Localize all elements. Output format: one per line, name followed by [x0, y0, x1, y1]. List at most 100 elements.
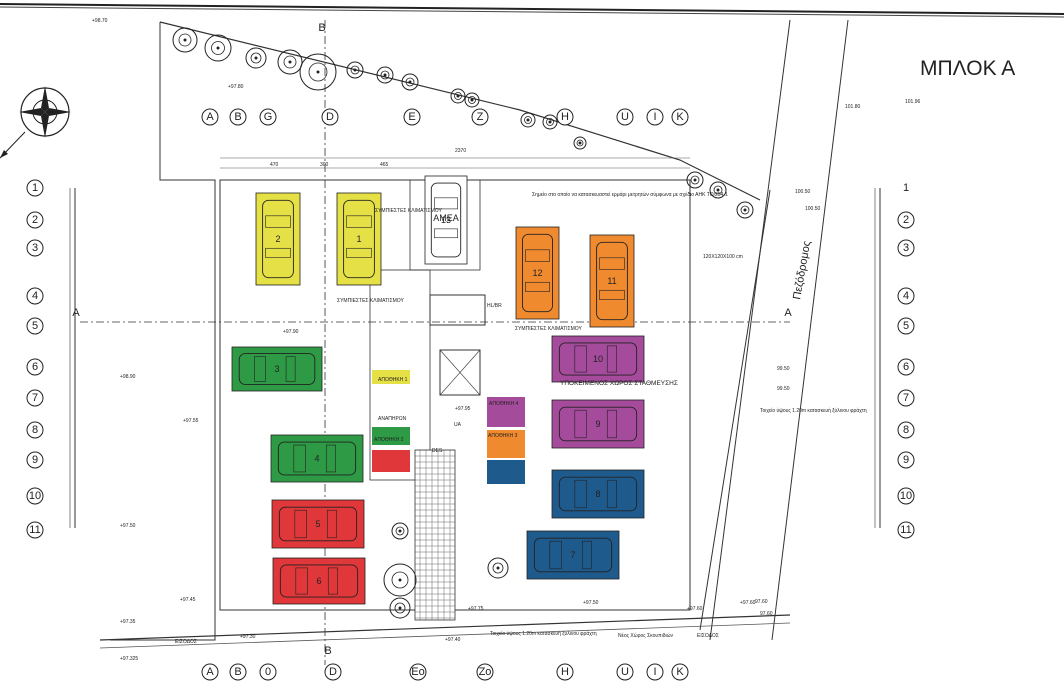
dimension-label: 470	[270, 162, 279, 168]
grid-column-top-label: U	[621, 111, 629, 123]
grid-column-top-1: A	[201, 108, 219, 126]
parking-space-4: 4	[270, 434, 364, 483]
level-label: 101.96	[905, 99, 921, 105]
grid-column-bottom-8: U	[616, 663, 634, 681]
parking-space-number: 10	[593, 354, 603, 364]
grid-column-bottom-6: Zo	[476, 663, 494, 681]
grid-row-right-9: 9	[897, 451, 915, 469]
parking-space-number: 3	[274, 364, 279, 374]
grid-row-left-label: 2	[32, 214, 38, 226]
ac-label-2: ΣΥΜΠΙΕΣΤΕΣ ΚΛΙΜΑΤΙΣΜΟΥ	[375, 208, 443, 214]
level-label: +97.50	[583, 600, 599, 606]
meter-note: Σημείο στο οποίο να κατασκευαστεί ερμάρι…	[532, 191, 728, 198]
storage-unit-1	[372, 450, 410, 472]
tree-icon	[401, 73, 419, 91]
fence-note: Τοιχείο ύψους 1.20m κατασκευή ξύλινου φρ…	[490, 630, 597, 637]
grid-row-left-label: 1	[32, 182, 38, 194]
grid-row-right-3: 3	[897, 239, 915, 257]
level-label: +98.90	[120, 374, 136, 380]
grid-column-top-10: K	[671, 108, 689, 126]
grid-column-bottom-label: B	[234, 666, 241, 678]
grid-row-left-label: 9	[32, 454, 38, 466]
tree-icon	[245, 47, 267, 69]
street-label: Πεζόδρομος	[791, 240, 813, 301]
tree-icon	[346, 61, 364, 79]
grid-column-top-9: I	[646, 108, 664, 126]
level-label: 101.80	[845, 104, 861, 110]
fence-note-b: Τοιχείο ύψους 1.20m κατασκευή ξύλινου φρ…	[760, 407, 867, 414]
grid-column-bottom-10: K	[671, 663, 689, 681]
grid-row-right-label: 9	[903, 454, 909, 466]
tree-icon	[464, 92, 480, 108]
parking-space-11: 11	[589, 234, 635, 328]
tree-icon	[389, 597, 411, 619]
tree-icon	[299, 53, 337, 91]
parking-space-number: 2	[275, 234, 280, 244]
parking-space-6: 6	[272, 557, 366, 605]
grid-row-left-label: 7	[32, 392, 38, 404]
parking-space-3: 3	[231, 346, 323, 392]
grid-row-right-label: 2	[903, 214, 909, 226]
grid-row-right-label: 1	[903, 182, 909, 194]
parking-space-12: 12	[515, 226, 560, 320]
grid-row-left-label: 5	[32, 320, 38, 332]
grid-row-left-2: 2	[26, 211, 44, 229]
tree-icon	[376, 66, 394, 84]
parking-space-1: 1	[336, 192, 382, 286]
tree-icon	[709, 181, 727, 199]
entrance-tiles	[414, 449, 456, 621]
misc-code: ΑΠΟΘΗΚΗ 2	[374, 437, 404, 443]
grid-column-top-8: U	[616, 108, 634, 126]
level-label: +97.55	[183, 418, 199, 424]
level-label: +97.60	[740, 600, 756, 606]
level-label: +97.50	[120, 523, 136, 529]
section-marker-a-left: A	[72, 307, 80, 319]
storage-unit-3	[487, 430, 525, 458]
site-boundary-south	[99, 614, 791, 641]
grid-row-left-label: 11	[29, 524, 40, 536]
core-stairs	[429, 294, 486, 326]
level-label: 100.50	[805, 206, 821, 212]
parking-space-number: 7	[570, 550, 575, 560]
grid-column-bottom-label: D	[329, 666, 337, 678]
grid-column-bottom-label: I	[653, 666, 656, 678]
storage-unit-blue	[487, 460, 525, 484]
tree-icon	[736, 201, 754, 219]
level-label: 97.60	[760, 611, 773, 617]
level-label: +97.45	[180, 597, 196, 603]
grid-column-bottom-label: H	[561, 666, 569, 678]
grid-column-bottom-5: Eo	[409, 663, 427, 681]
level-label: 100.50	[795, 189, 811, 195]
parking-space-10: 10	[551, 335, 645, 383]
grid-column-top-4: D	[321, 108, 339, 126]
grid-column-top-label: Z	[477, 111, 484, 123]
grid-column-bottom-label: 0	[265, 666, 271, 678]
grid-column-top-label: B	[234, 111, 241, 123]
section-marker-b-top: B	[318, 22, 325, 34]
storage-unit-yellow	[372, 370, 410, 384]
tree-icon	[542, 114, 558, 130]
grid-column-top-label: H	[561, 111, 569, 123]
grid-column-top-label: G	[264, 111, 273, 123]
tree-icon	[487, 557, 509, 579]
parking-space-2: 2	[255, 192, 301, 286]
grid-column-top-2: B	[229, 108, 247, 126]
misc-code: ΑΠΟΘΗΚΗ 4	[489, 401, 519, 407]
entrance-label-east: ΕΙΣΟΔΟΣ	[697, 633, 719, 639]
grid-row-left-label: 4	[32, 290, 38, 302]
parking-space-9: 9	[551, 399, 645, 449]
top-border-line	[0, 3, 1064, 15]
grid-column-bottom-label: Eo	[411, 666, 424, 678]
grid-row-left-3: 3	[26, 239, 44, 257]
grid-row-right-5: 5	[897, 317, 915, 335]
parking-space-number: 5	[315, 519, 320, 529]
grid-column-bottom-1: A	[201, 663, 219, 681]
grid-row-right-label: 6	[903, 361, 909, 373]
misc-code: HL/BR	[487, 303, 502, 309]
section-marker-b-bottom: B	[324, 645, 331, 657]
